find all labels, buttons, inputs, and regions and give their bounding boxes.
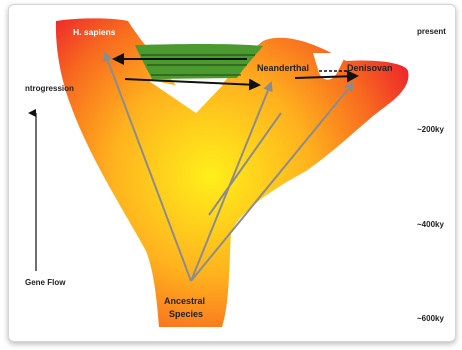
label-neanderthal: Neanderthal: [257, 63, 309, 73]
label-species: Species: [169, 309, 203, 319]
time-label-400ky: ~400ky: [417, 220, 444, 229]
label-gene-flow: Gene Flow: [25, 278, 66, 287]
denisovan-gap: [313, 53, 347, 80]
gene-flow-arrow-from-sapiens: [124, 78, 261, 91]
descent-arrow-sapiens: [103, 51, 192, 282]
gene-flow-arrow-neanderthal-denisovan: [294, 70, 359, 83]
label-ancestral: Ancestral: [164, 296, 205, 306]
lineage-gap: [146, 79, 223, 113]
tree-body: [55, 18, 409, 327]
label-denisovan: Denisovan: [347, 63, 393, 73]
time-label-600ky: ~600ky: [417, 314, 444, 323]
figure-frame: H. sapiens Neanderthal Denisovan Ancestr…: [8, 4, 456, 342]
label-introgression: ntrogression: [25, 84, 74, 93]
phylogeny-diagram: H. sapiens Neanderthal Denisovan Ancestr…: [25, 18, 446, 327]
descent-arrow-branch: [208, 112, 282, 216]
label-h-sapiens: H. sapiens: [73, 27, 116, 37]
descent-arrow-denisovan: [190, 81, 355, 282]
descent-arrow-neanderthal: [190, 81, 273, 282]
introgression-band: [135, 44, 263, 79]
time-label-200ky: ~200ky: [417, 125, 444, 134]
time-label-present: present: [417, 27, 446, 36]
